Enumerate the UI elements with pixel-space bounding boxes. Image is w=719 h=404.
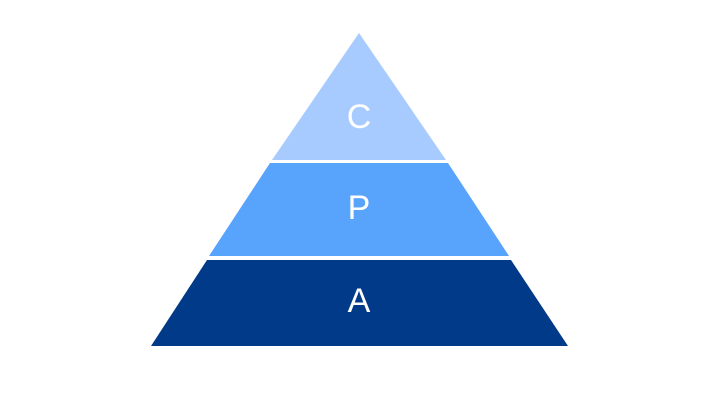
- tier-middle-label: P: [348, 189, 371, 227]
- tier-middle: P: [209, 163, 509, 256]
- tier-bottom: A: [151, 260, 568, 346]
- tier-top: C: [272, 33, 446, 160]
- tier-bottom-shape: [151, 260, 568, 346]
- tier-top-shape: [272, 33, 446, 160]
- tier-middle-shape: [209, 163, 509, 256]
- tier-bottom-label: A: [348, 282, 371, 320]
- tier-top-label: C: [347, 98, 372, 136]
